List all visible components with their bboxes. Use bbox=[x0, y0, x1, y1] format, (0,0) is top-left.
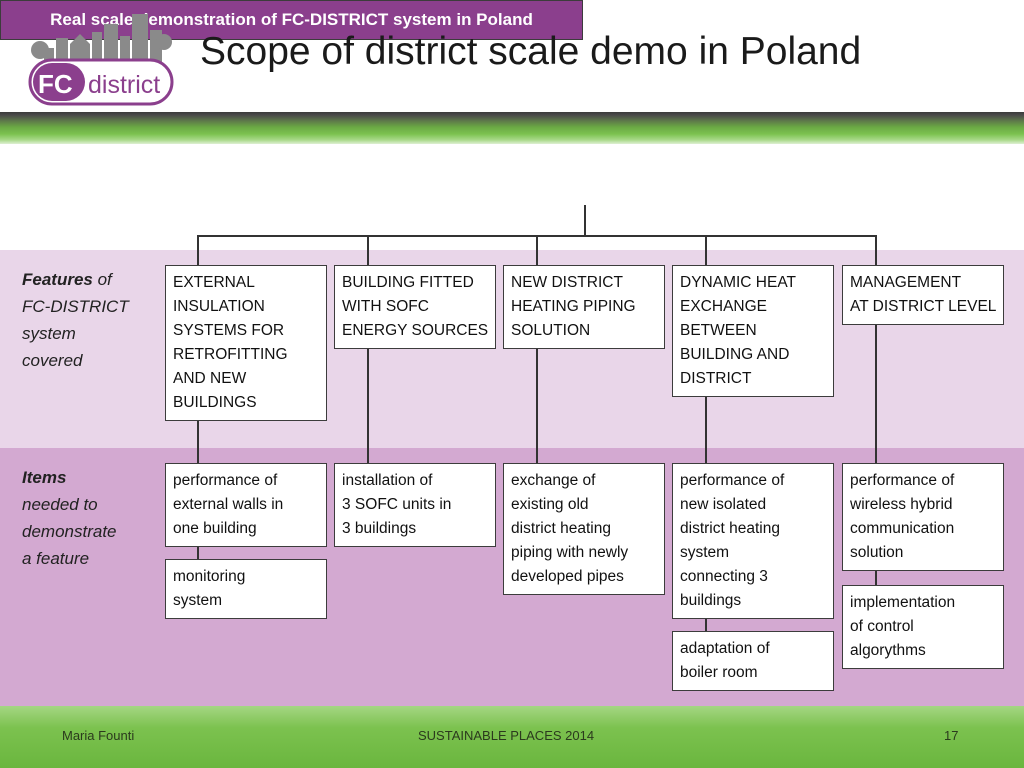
logo-fc-text: FC bbox=[38, 69, 73, 99]
items-row-label: Items needed to demonstrate a feature bbox=[22, 464, 152, 572]
feature-box: BUILDING FITTED WITH SOFC ENERGY SOURCES bbox=[334, 265, 496, 349]
feature-box: DYNAMIC HEAT EXCHANGE BETWEEN BUILDING A… bbox=[672, 265, 834, 397]
connector-col2 bbox=[367, 235, 369, 465]
item-label: performance of external walls in one bui… bbox=[173, 472, 284, 537]
item-label: performance of new isolated district hea… bbox=[680, 472, 785, 609]
feature-box: NEW DISTRICT HEATING PIPING SOLUTION bbox=[503, 265, 665, 349]
feature-box: EXTERNAL INSULATION SYSTEMS FOR RETROFIT… bbox=[165, 265, 327, 421]
feature-label: DYNAMIC HEAT EXCHANGE BETWEEN BUILDING A… bbox=[680, 274, 796, 387]
item-box: exchange of existing old district heatin… bbox=[503, 463, 665, 595]
footer-event: SUSTAINABLE PLACES 2014 bbox=[418, 728, 595, 743]
sub-item-box: adaptation of boiler room bbox=[672, 631, 834, 691]
top-demonstration-box: Real scale demonstration of FC-DISTRICT … bbox=[0, 0, 583, 40]
item-box: performance of wireless hybrid communica… bbox=[842, 463, 1004, 571]
features-row-label-rest: of FC-DISTRICT system covered bbox=[22, 270, 129, 370]
skyline-icon bbox=[31, 14, 172, 68]
item-box: performance of new isolated district hea… bbox=[672, 463, 834, 619]
header-divider-bar bbox=[0, 112, 1024, 144]
footer-author: Maria Founti bbox=[62, 728, 135, 743]
features-row-label-bold: Features bbox=[22, 270, 93, 289]
connector-col4 bbox=[705, 235, 707, 632]
footer-page-number: 17 bbox=[944, 728, 959, 743]
sub-item-label: monitoring system bbox=[173, 568, 246, 609]
item-label: installation of 3 SOFC units in 3 buildi… bbox=[342, 472, 452, 537]
items-row-label-rest: needed to demonstrate a feature bbox=[22, 495, 117, 568]
connector-col5 bbox=[875, 235, 877, 587]
item-label: exchange of existing old district heatin… bbox=[511, 472, 629, 585]
feature-box: MANAGEMENT AT DISTRICT LEVEL bbox=[842, 265, 1004, 325]
sub-item-box: implementation of control algorythms bbox=[842, 585, 1004, 669]
features-row-label: Features of FC-DISTRICT system covered bbox=[22, 266, 152, 374]
connector-top-vertical bbox=[584, 205, 586, 235]
feature-label: BUILDING FITTED WITH SOFC ENERGY SOURCES bbox=[342, 274, 489, 339]
item-box: installation of 3 SOFC units in 3 buildi… bbox=[334, 463, 496, 547]
feature-label: MANAGEMENT AT DISTRICT LEVEL bbox=[850, 274, 997, 315]
items-row-label-bold: Items bbox=[22, 468, 67, 487]
footer-bar bbox=[0, 706, 1024, 768]
sub-item-label: implementation of control algorythms bbox=[850, 594, 956, 659]
logo-district-text: district bbox=[88, 71, 160, 99]
page-title: Scope of district scale demo in Poland bbox=[200, 30, 862, 73]
sub-item-label: adaptation of boiler room bbox=[680, 640, 770, 681]
item-label: performance of wireless hybrid communica… bbox=[850, 472, 955, 561]
feature-label: NEW DISTRICT HEATING PIPING SOLUTION bbox=[511, 274, 636, 339]
logo-dash-text: - bbox=[77, 71, 85, 98]
feature-label: EXTERNAL INSULATION SYSTEMS FOR RETROFIT… bbox=[173, 274, 288, 411]
sub-item-box: monitoring system bbox=[165, 559, 327, 619]
fc-district-logo: FC - district bbox=[28, 14, 174, 106]
connector-col3 bbox=[536, 235, 538, 465]
item-box: performance of external walls in one bui… bbox=[165, 463, 327, 547]
